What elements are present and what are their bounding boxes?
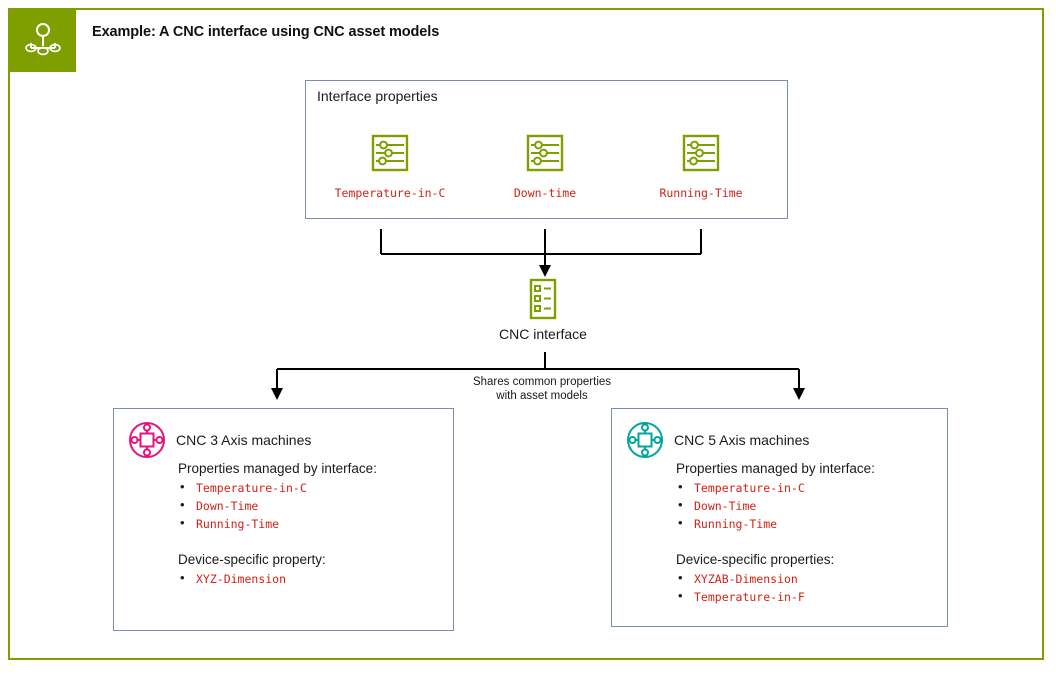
sliders-icon [522,133,568,175]
device-specific-list: XYZ-Dimension [178,569,445,588]
page-title: Example: A CNC interface using CNC asset… [92,24,440,40]
cnc-3-axis-title: CNC 3 Axis machines [176,432,312,448]
property-label: Running-Time [659,186,743,200]
managed-properties-list: Temperature-in-C Down-Time Running-Time [178,478,445,533]
property-tile-temperature[interactable]: Temperature-in-C [310,133,470,202]
cnc-3-axis-body: Properties managed by interface: Tempera… [178,461,445,588]
machine-node-icon [128,421,166,459]
managed-properties-list: Temperature-in-C Down-Time Running-Time [676,478,939,533]
cnc-5-axis-title: CNC 5 Axis machines [674,432,810,448]
hierarchy-icon [10,10,76,72]
device-specific-label: Device-specific property: [178,552,326,567]
checklist-icon [526,278,560,322]
cnc-5-axis-header: CNC 5 Axis machines [626,421,809,459]
property-label: Temperature-in-C [334,186,446,200]
cnc-5-axis-box: CNC 5 Axis machines Properties managed b… [611,408,948,627]
device-specific-list: XYZAB-Dimension Temperature-in-F [676,569,939,606]
managed-properties-label: Properties managed by interface: [676,461,875,476]
cnc-interface-label: CNC interface [499,326,587,342]
property-tile-running-time[interactable]: Running-Time [621,133,781,202]
edge-caption-line-2: with asset models [496,390,588,402]
interface-properties-title: Interface properties [317,88,438,104]
list-item: Temperature-in-C [178,478,445,497]
sliders-icon [678,133,724,175]
device-specific-label: Device-specific properties: [676,552,835,567]
edge-caption: Shares common properties with asset mode… [412,375,672,403]
list-item: Down-Time [676,496,939,515]
property-label: Down-time [513,186,577,200]
interface-properties-box: Interface properties [305,80,788,219]
list-item: Temperature-in-C [676,478,939,497]
cnc-3-axis-header: CNC 3 Axis machines [128,421,311,459]
list-item: Running-Time [178,514,445,533]
property-tile-down-time[interactable]: Down-time [465,133,625,202]
machine-node-icon [626,421,664,459]
sliders-icon [367,133,413,175]
cnc-interface-node[interactable]: CNC interface [463,278,623,344]
list-item: XYZAB-Dimension [676,569,939,588]
list-item: Temperature-in-F [676,587,939,606]
edge-caption-line-1: Shares common properties [472,376,612,388]
list-item: Down-Time [178,496,445,515]
list-item: Running-Time [676,514,939,533]
cnc-3-axis-box: CNC 3 Axis machines Properties managed b… [113,408,454,631]
cnc-5-axis-body: Properties managed by interface: Tempera… [676,461,939,606]
list-item: XYZ-Dimension [178,569,445,588]
managed-properties-label: Properties managed by interface: [178,461,377,476]
